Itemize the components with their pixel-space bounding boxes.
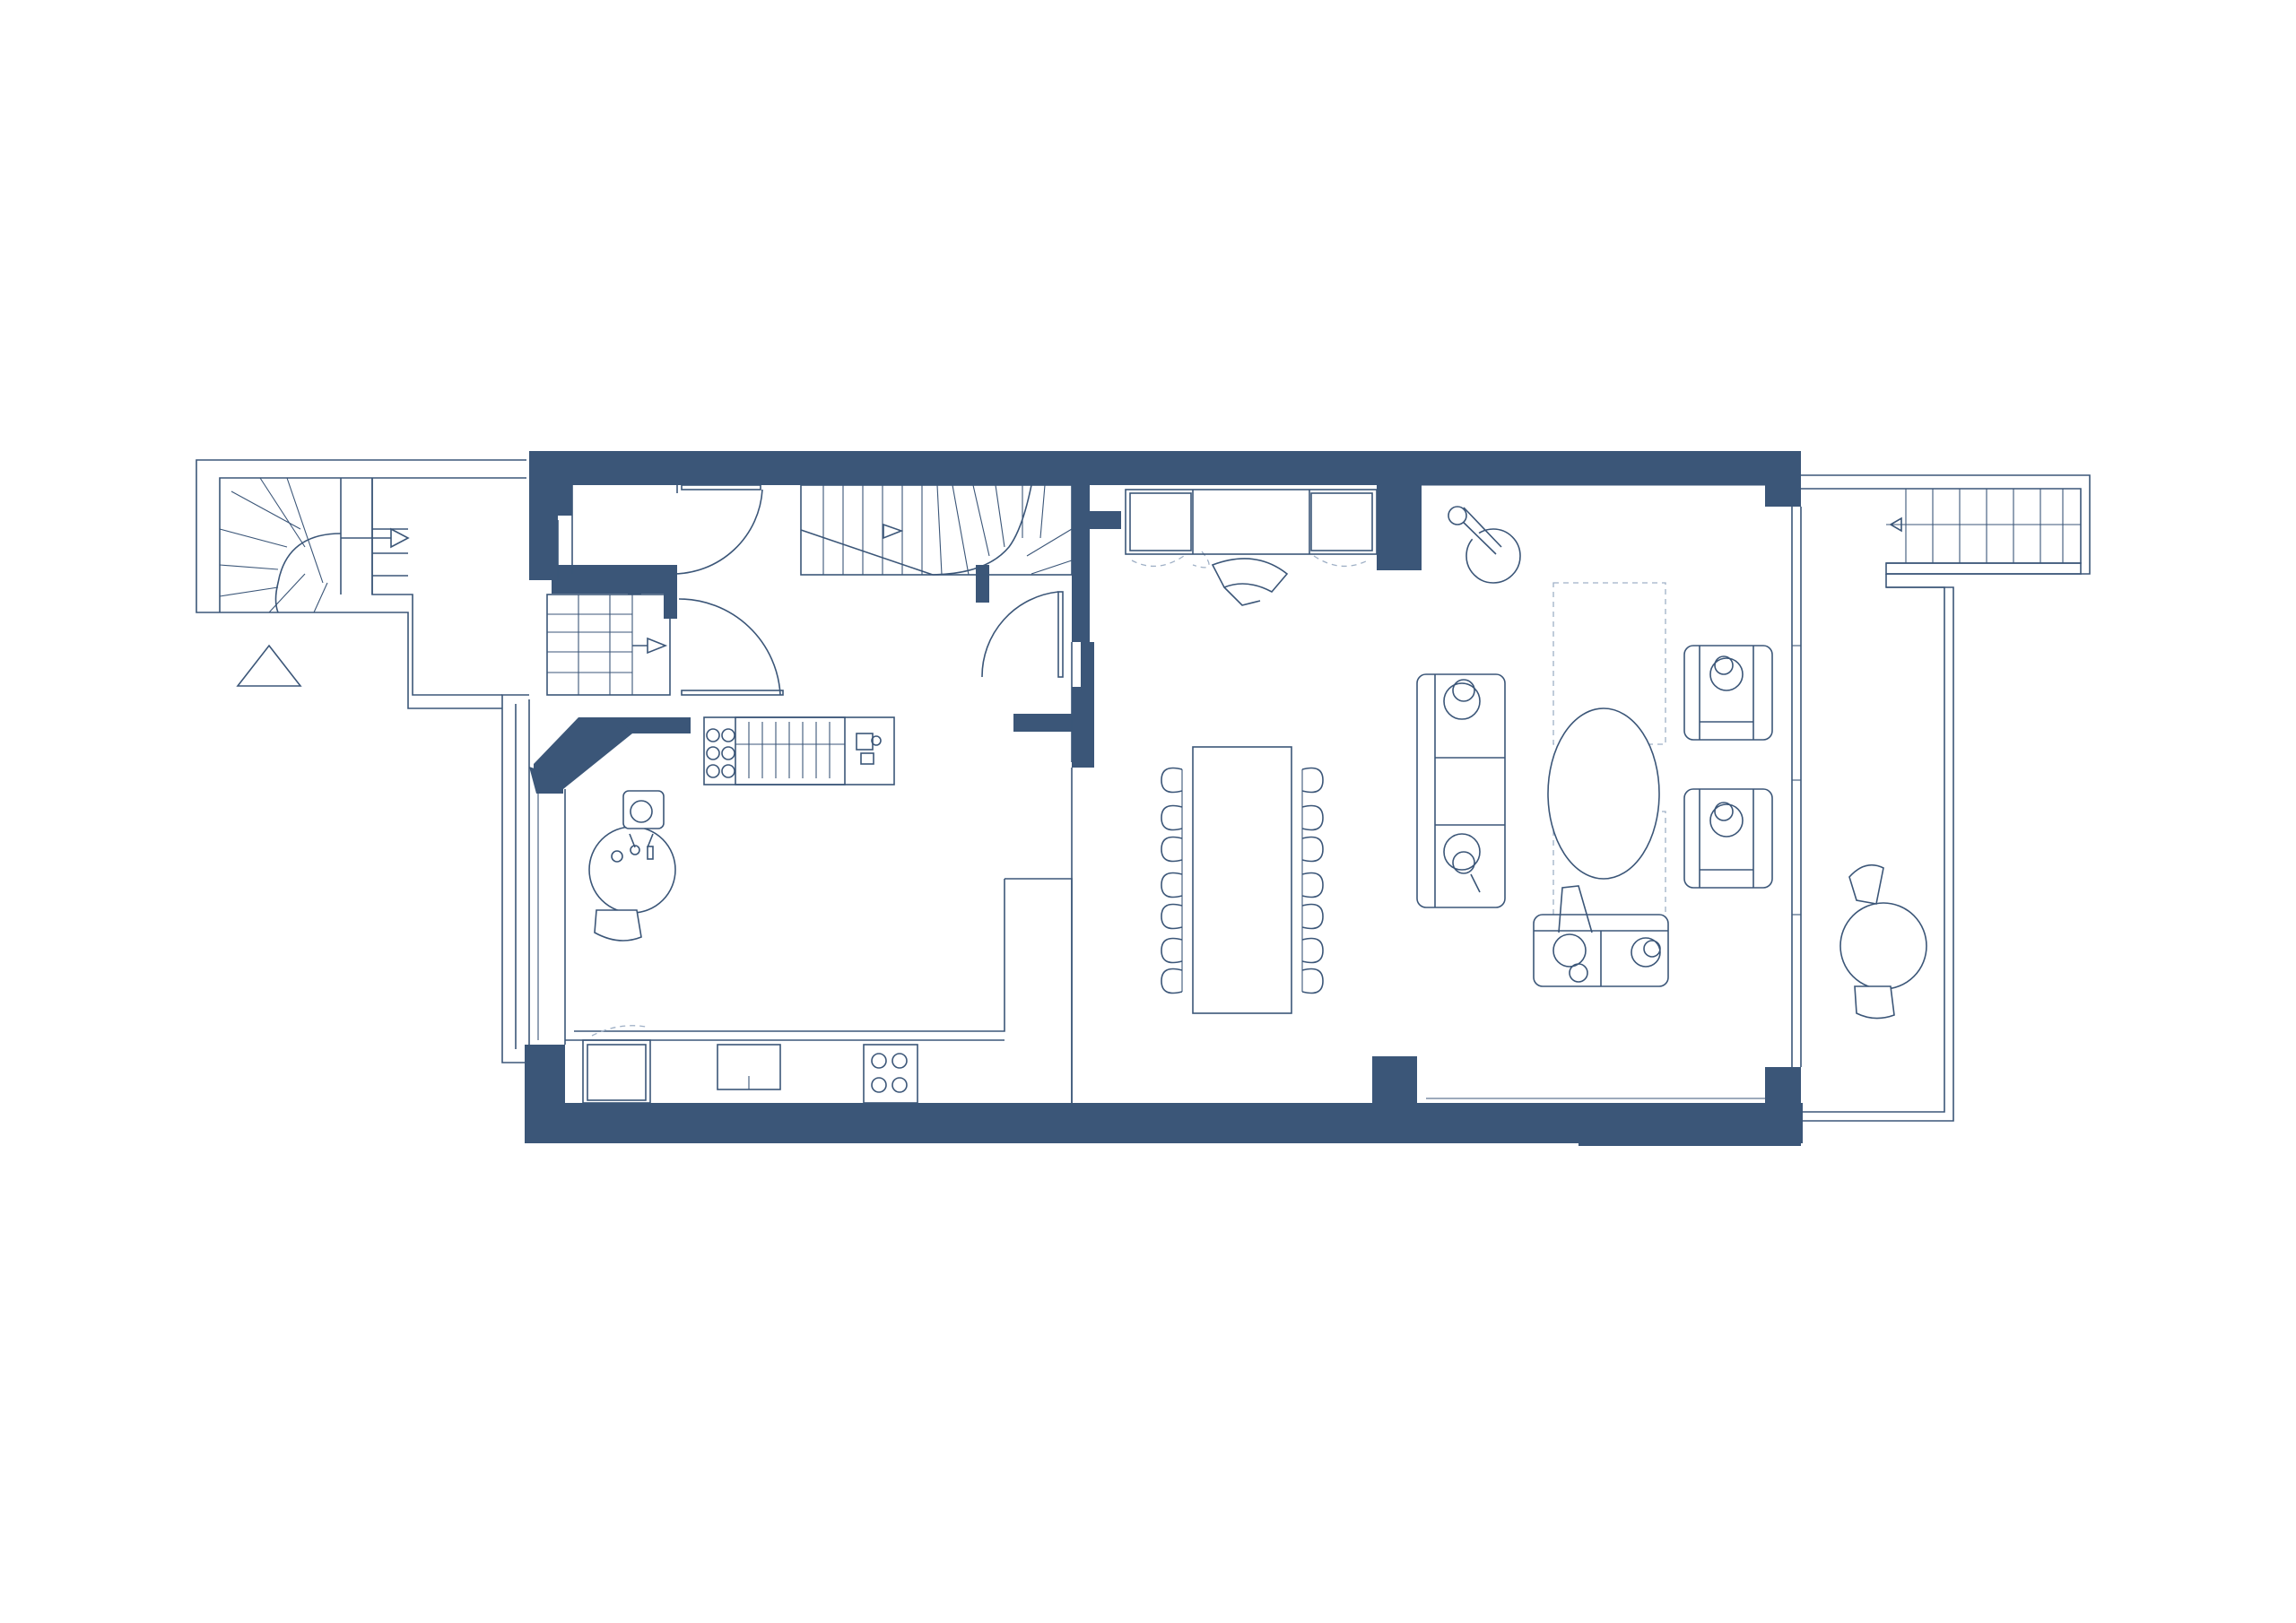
- door-swing-icon: [981, 591, 1064, 678]
- terrace-table: [1839, 864, 1927, 1020]
- stair-direction-arrow-icon: [883, 523, 904, 540]
- north-arrow-icon: [236, 644, 302, 687]
- living-area: [1416, 506, 1773, 987]
- armchair-icon: [1683, 788, 1773, 889]
- windows: [537, 484, 1765, 1099]
- desk-chair: [1211, 558, 1289, 606]
- dining-chair-icon: [1301, 767, 1324, 994]
- person-icon: [1552, 885, 1661, 983]
- cooktop-icon: [706, 728, 735, 778]
- floor-lamp-icon: [1448, 506, 1521, 584]
- stair-direction-arrow-icon: [1889, 516, 1902, 533]
- cooktop-icon: [863, 1044, 918, 1104]
- person-icon: [1443, 679, 1481, 893]
- armchair-icon: [1683, 645, 1773, 741]
- kitchen: [565, 716, 1004, 1104]
- stair-direction-arrow-icon: [647, 637, 668, 655]
- person-icon: [622, 790, 665, 848]
- breakfast-nook: [588, 790, 676, 942]
- walls: [525, 451, 1803, 1146]
- person-icon: [856, 733, 882, 765]
- door-swing-icon: [672, 484, 763, 575]
- sofa-icon: [1416, 673, 1506, 908]
- main-staircase: [546, 484, 1073, 696]
- dining-area: [1125, 489, 1378, 1014]
- sofa-icon: [1533, 885, 1669, 987]
- stair-direction-arrow-icon: [390, 527, 410, 549]
- door-swing-icon: [678, 598, 784, 696]
- interior-partitions: [501, 485, 1802, 1105]
- sink-icon: [717, 1044, 781, 1090]
- front-entrance-stair: [196, 459, 526, 709]
- rear-terrace: [1801, 474, 2091, 1122]
- dish-rack: [735, 722, 845, 778]
- dining-chair-icon: [1161, 767, 1183, 994]
- door-swing-icon: [1192, 551, 1210, 568]
- doors: [672, 484, 1210, 696]
